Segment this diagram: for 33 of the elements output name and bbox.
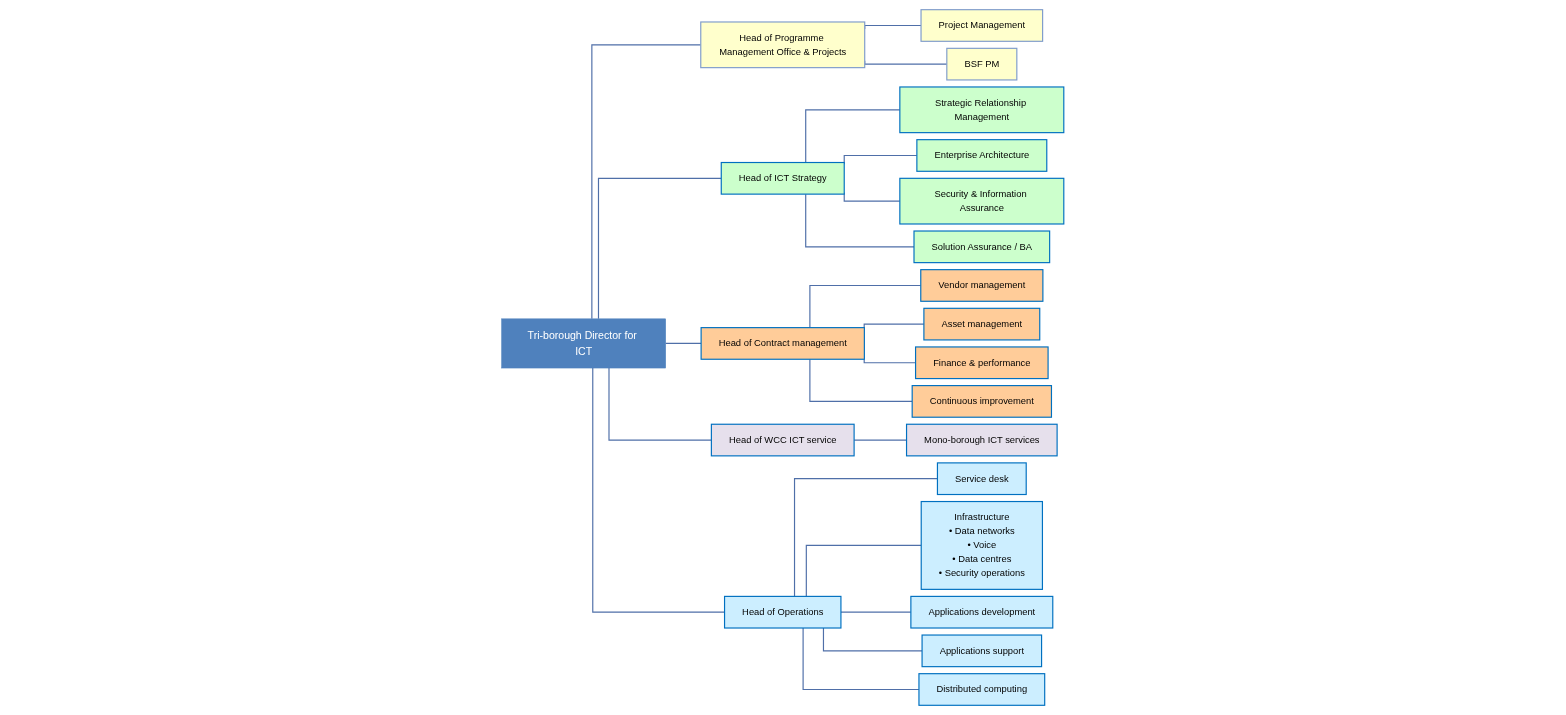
connector [591, 44, 702, 320]
connector [802, 627, 920, 691]
node-box: Infrastructure • Data networks • Voice • Data centres • Security operations [920, 500, 1044, 590]
node-box: Vendor management [920, 269, 1044, 302]
connector [665, 342, 702, 345]
node-box: Mono-borough ICT services [906, 423, 1058, 457]
node-box: Asset management [923, 307, 1041, 341]
node-box: Continuous improvement [911, 385, 1053, 418]
node-box: Head of Programme Management Office & Projects [700, 21, 866, 69]
node-box: Head of Operations [724, 595, 842, 629]
connector [863, 323, 925, 329]
connector [805, 109, 901, 164]
node-box: Security & Information Assurance [899, 177, 1065, 225]
connector [809, 284, 922, 329]
node-box: Distributed computing [918, 673, 1046, 706]
node-box: Solution Assurance / BA [913, 230, 1051, 264]
connector [864, 60, 948, 65]
connector [809, 358, 913, 402]
node-box: Applications support [921, 634, 1043, 668]
connector [805, 193, 915, 248]
node-box: Enterprise Architecture [916, 139, 1048, 172]
connector [823, 627, 923, 652]
node-box: Project Management [920, 9, 1044, 42]
node-box: Applications development [910, 595, 1054, 629]
connector [843, 154, 918, 165]
node-box: Finance & performance [915, 346, 1049, 380]
node-box: Head of ICT Strategy [720, 161, 846, 195]
node-box: Service desk [937, 462, 1028, 496]
node-box: Strategic Relationship Management [899, 86, 1065, 134]
node-box: Head of Contract management [700, 327, 866, 360]
node-box: Head of WCC ICT service [711, 423, 855, 457]
node-box: BSF PM [946, 47, 1018, 81]
node-box: Tri-borough Director for ICT [501, 318, 667, 369]
